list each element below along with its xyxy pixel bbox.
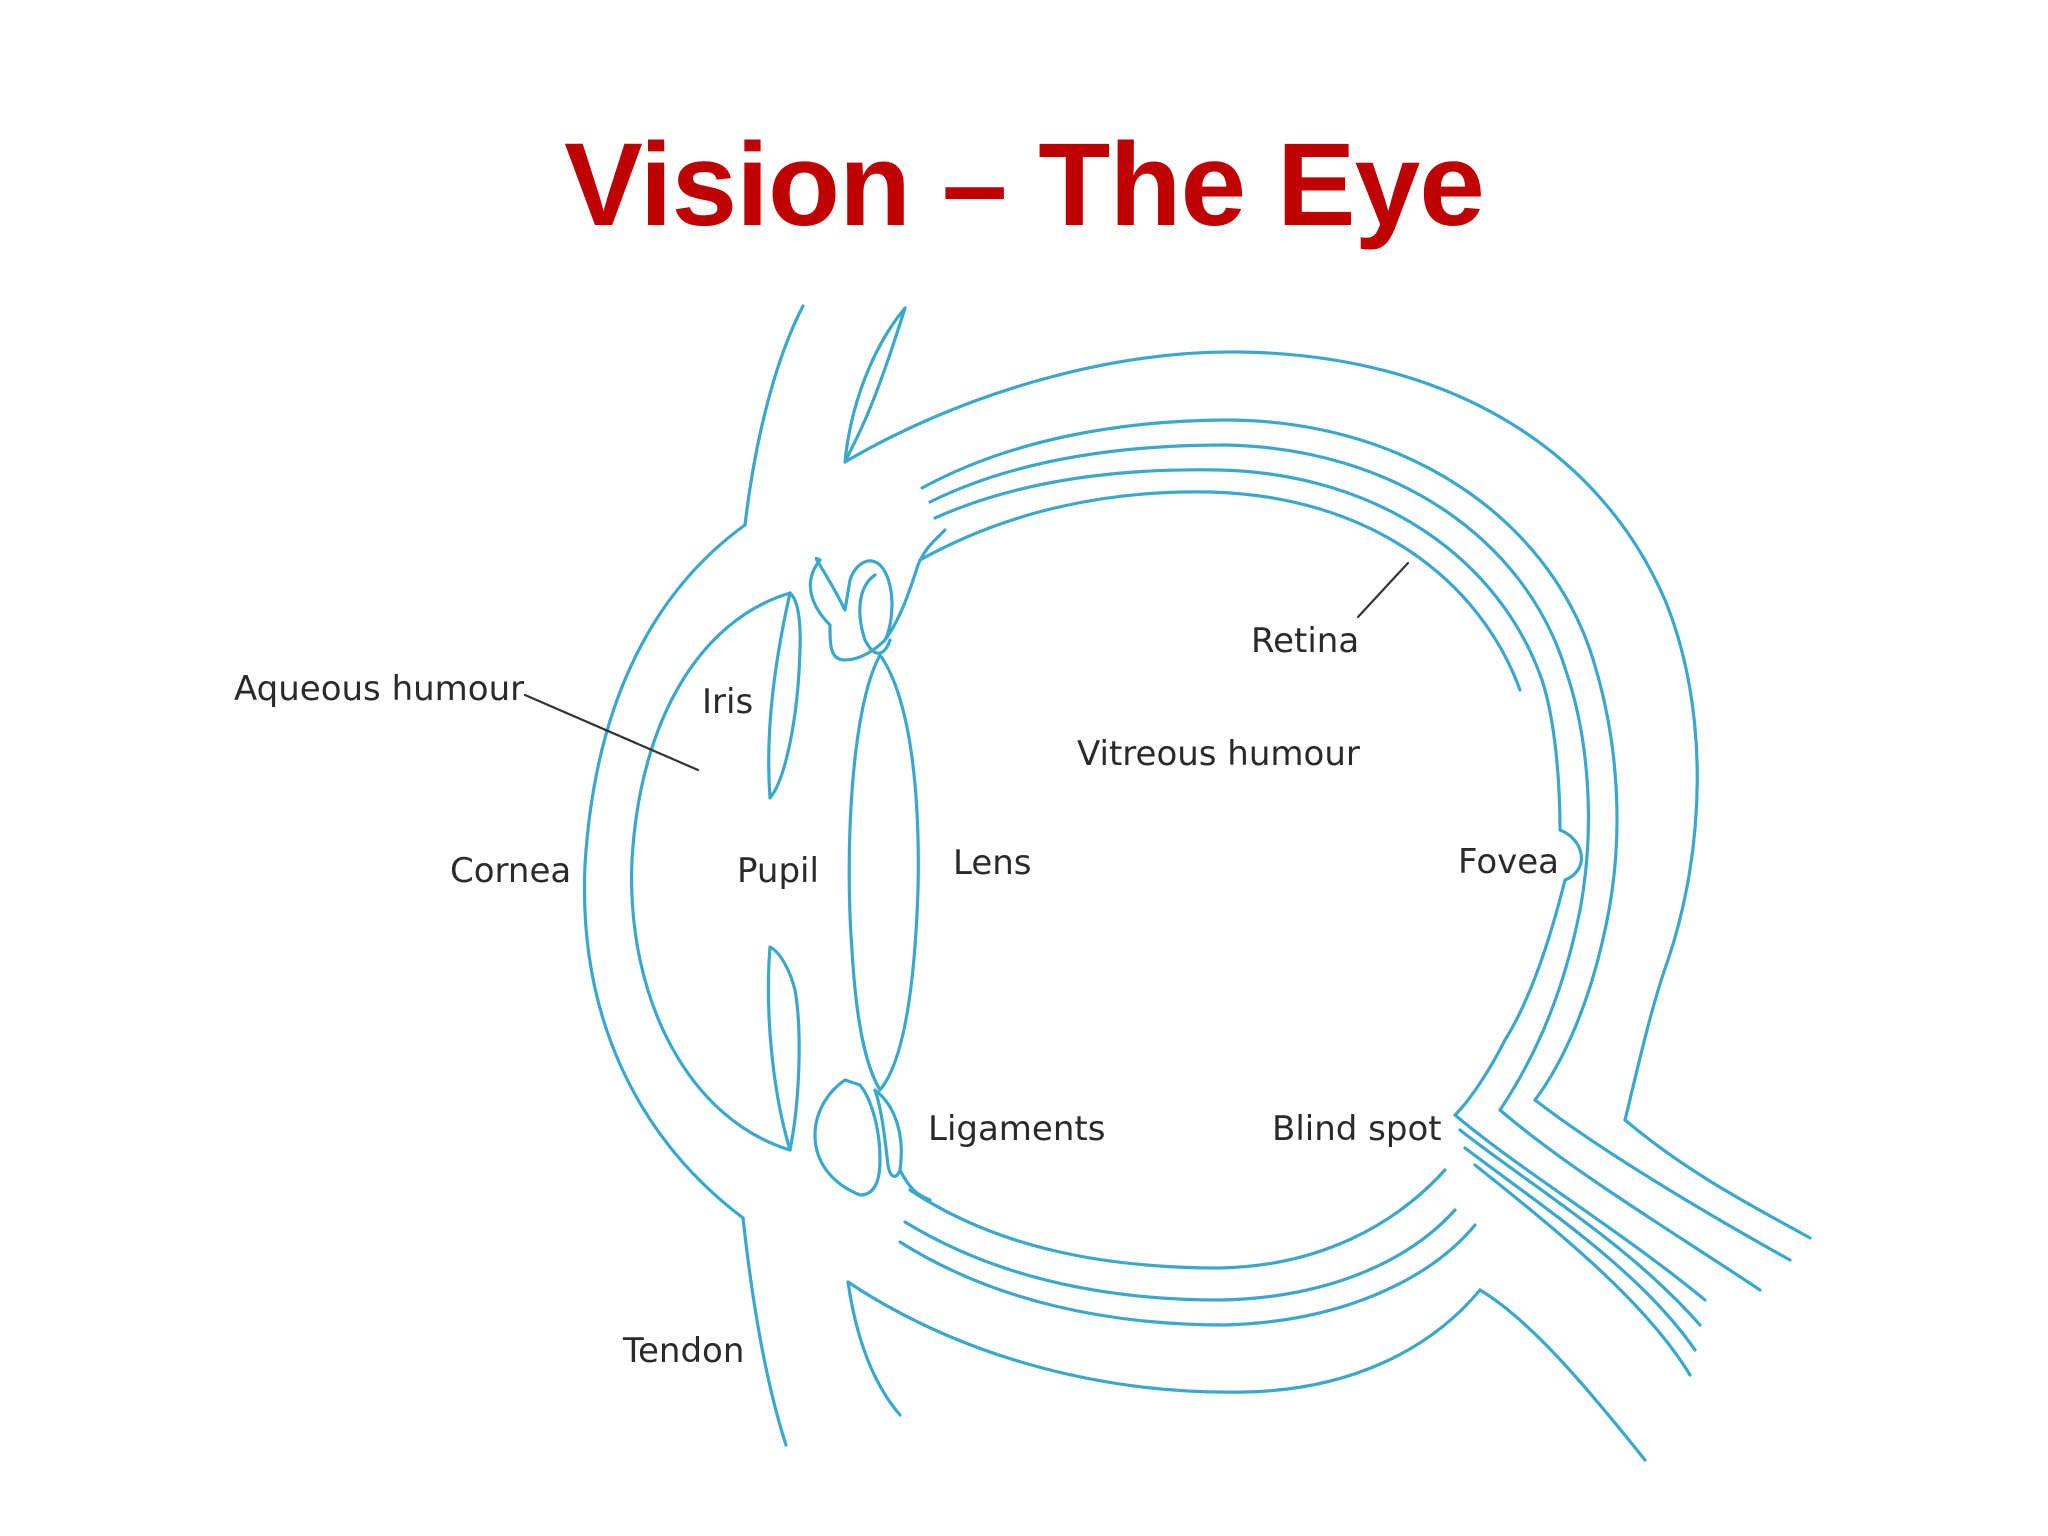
ciliary-upper-outer bbox=[808, 556, 894, 662]
retina-inner-globe bbox=[918, 490, 1522, 692]
tendon-lower-line bbox=[741, 1216, 788, 1447]
cornea-inner-arc bbox=[630, 591, 792, 1152]
sclera-outer-bottom bbox=[846, 1280, 902, 1417]
iris-lower bbox=[766, 945, 801, 1152]
iris-upper bbox=[767, 591, 802, 800]
ciliary-lower-inner bbox=[873, 1088, 903, 1178]
label-cornea: Cornea bbox=[450, 851, 571, 891]
choroid-lower-2 bbox=[898, 1223, 1477, 1327]
eye-outline bbox=[582, 304, 1812, 1462]
optic-nerve-7 bbox=[1478, 1288, 1647, 1462]
retina-lower bbox=[908, 1168, 1447, 1270]
pointer-lines bbox=[523, 561, 1410, 772]
retina-pointer bbox=[1356, 561, 1410, 619]
ciliary-upper-connect bbox=[883, 528, 947, 642]
choroid-right-1 bbox=[1533, 648, 1619, 1102]
optic-nerve-2 bbox=[1458, 1128, 1702, 1327]
sclera-outer-top bbox=[843, 306, 1699, 1122]
slide-title: Vision – The Eye bbox=[564, 119, 1485, 251]
lens-outline bbox=[847, 653, 920, 1092]
retina-right-fovea bbox=[1453, 678, 1583, 1117]
choroid-upper-2 bbox=[928, 443, 1567, 670]
ciliary-lower-outer bbox=[813, 1078, 882, 1197]
optic-nerve-3 bbox=[1463, 1146, 1697, 1352]
aqueous-humour-pointer bbox=[523, 693, 700, 772]
choroid-right-2 bbox=[1498, 666, 1591, 1112]
optic-nerve-5 bbox=[1533, 1098, 1792, 1262]
tendon-upper-line bbox=[743, 304, 805, 527]
ciliary-upper-inner bbox=[858, 573, 892, 655]
optic-nerve-1 bbox=[1453, 1113, 1707, 1302]
cornea-outer-arc bbox=[582, 523, 747, 1220]
label-blind-spot: Blind spot bbox=[1272, 1109, 1442, 1149]
choroid-upper-1 bbox=[920, 418, 1592, 652]
optic-nerve-8 bbox=[1623, 1118, 1812, 1240]
ciliary-lower-connect bbox=[898, 1168, 932, 1202]
label-fovea: Fovea bbox=[1458, 842, 1559, 882]
choroid-lower-1 bbox=[903, 1208, 1457, 1302]
label-pupil: Pupil bbox=[737, 851, 819, 891]
label-ligaments: Ligaments bbox=[928, 1109, 1105, 1149]
label-vitreous-humour: Vitreous humour bbox=[1077, 734, 1360, 774]
label-retina: Retina bbox=[1251, 621, 1359, 661]
sclera-outer-bottom-curve bbox=[846, 1280, 1482, 1394]
optic-nerve-4 bbox=[1473, 1163, 1692, 1377]
label-tendon: Tendon bbox=[622, 1331, 744, 1371]
retina-upper bbox=[933, 468, 1544, 682]
optic-nerve-6 bbox=[1498, 1108, 1762, 1292]
label-iris: Iris bbox=[702, 682, 753, 722]
diagram-labels: Aqueous humour Iris Cornea Pupil Lens Li… bbox=[234, 621, 1559, 1371]
sclera-outer-top-notch bbox=[843, 306, 907, 464]
label-aqueous-humour: Aqueous humour bbox=[234, 669, 524, 709]
label-lens: Lens bbox=[953, 843, 1032, 883]
